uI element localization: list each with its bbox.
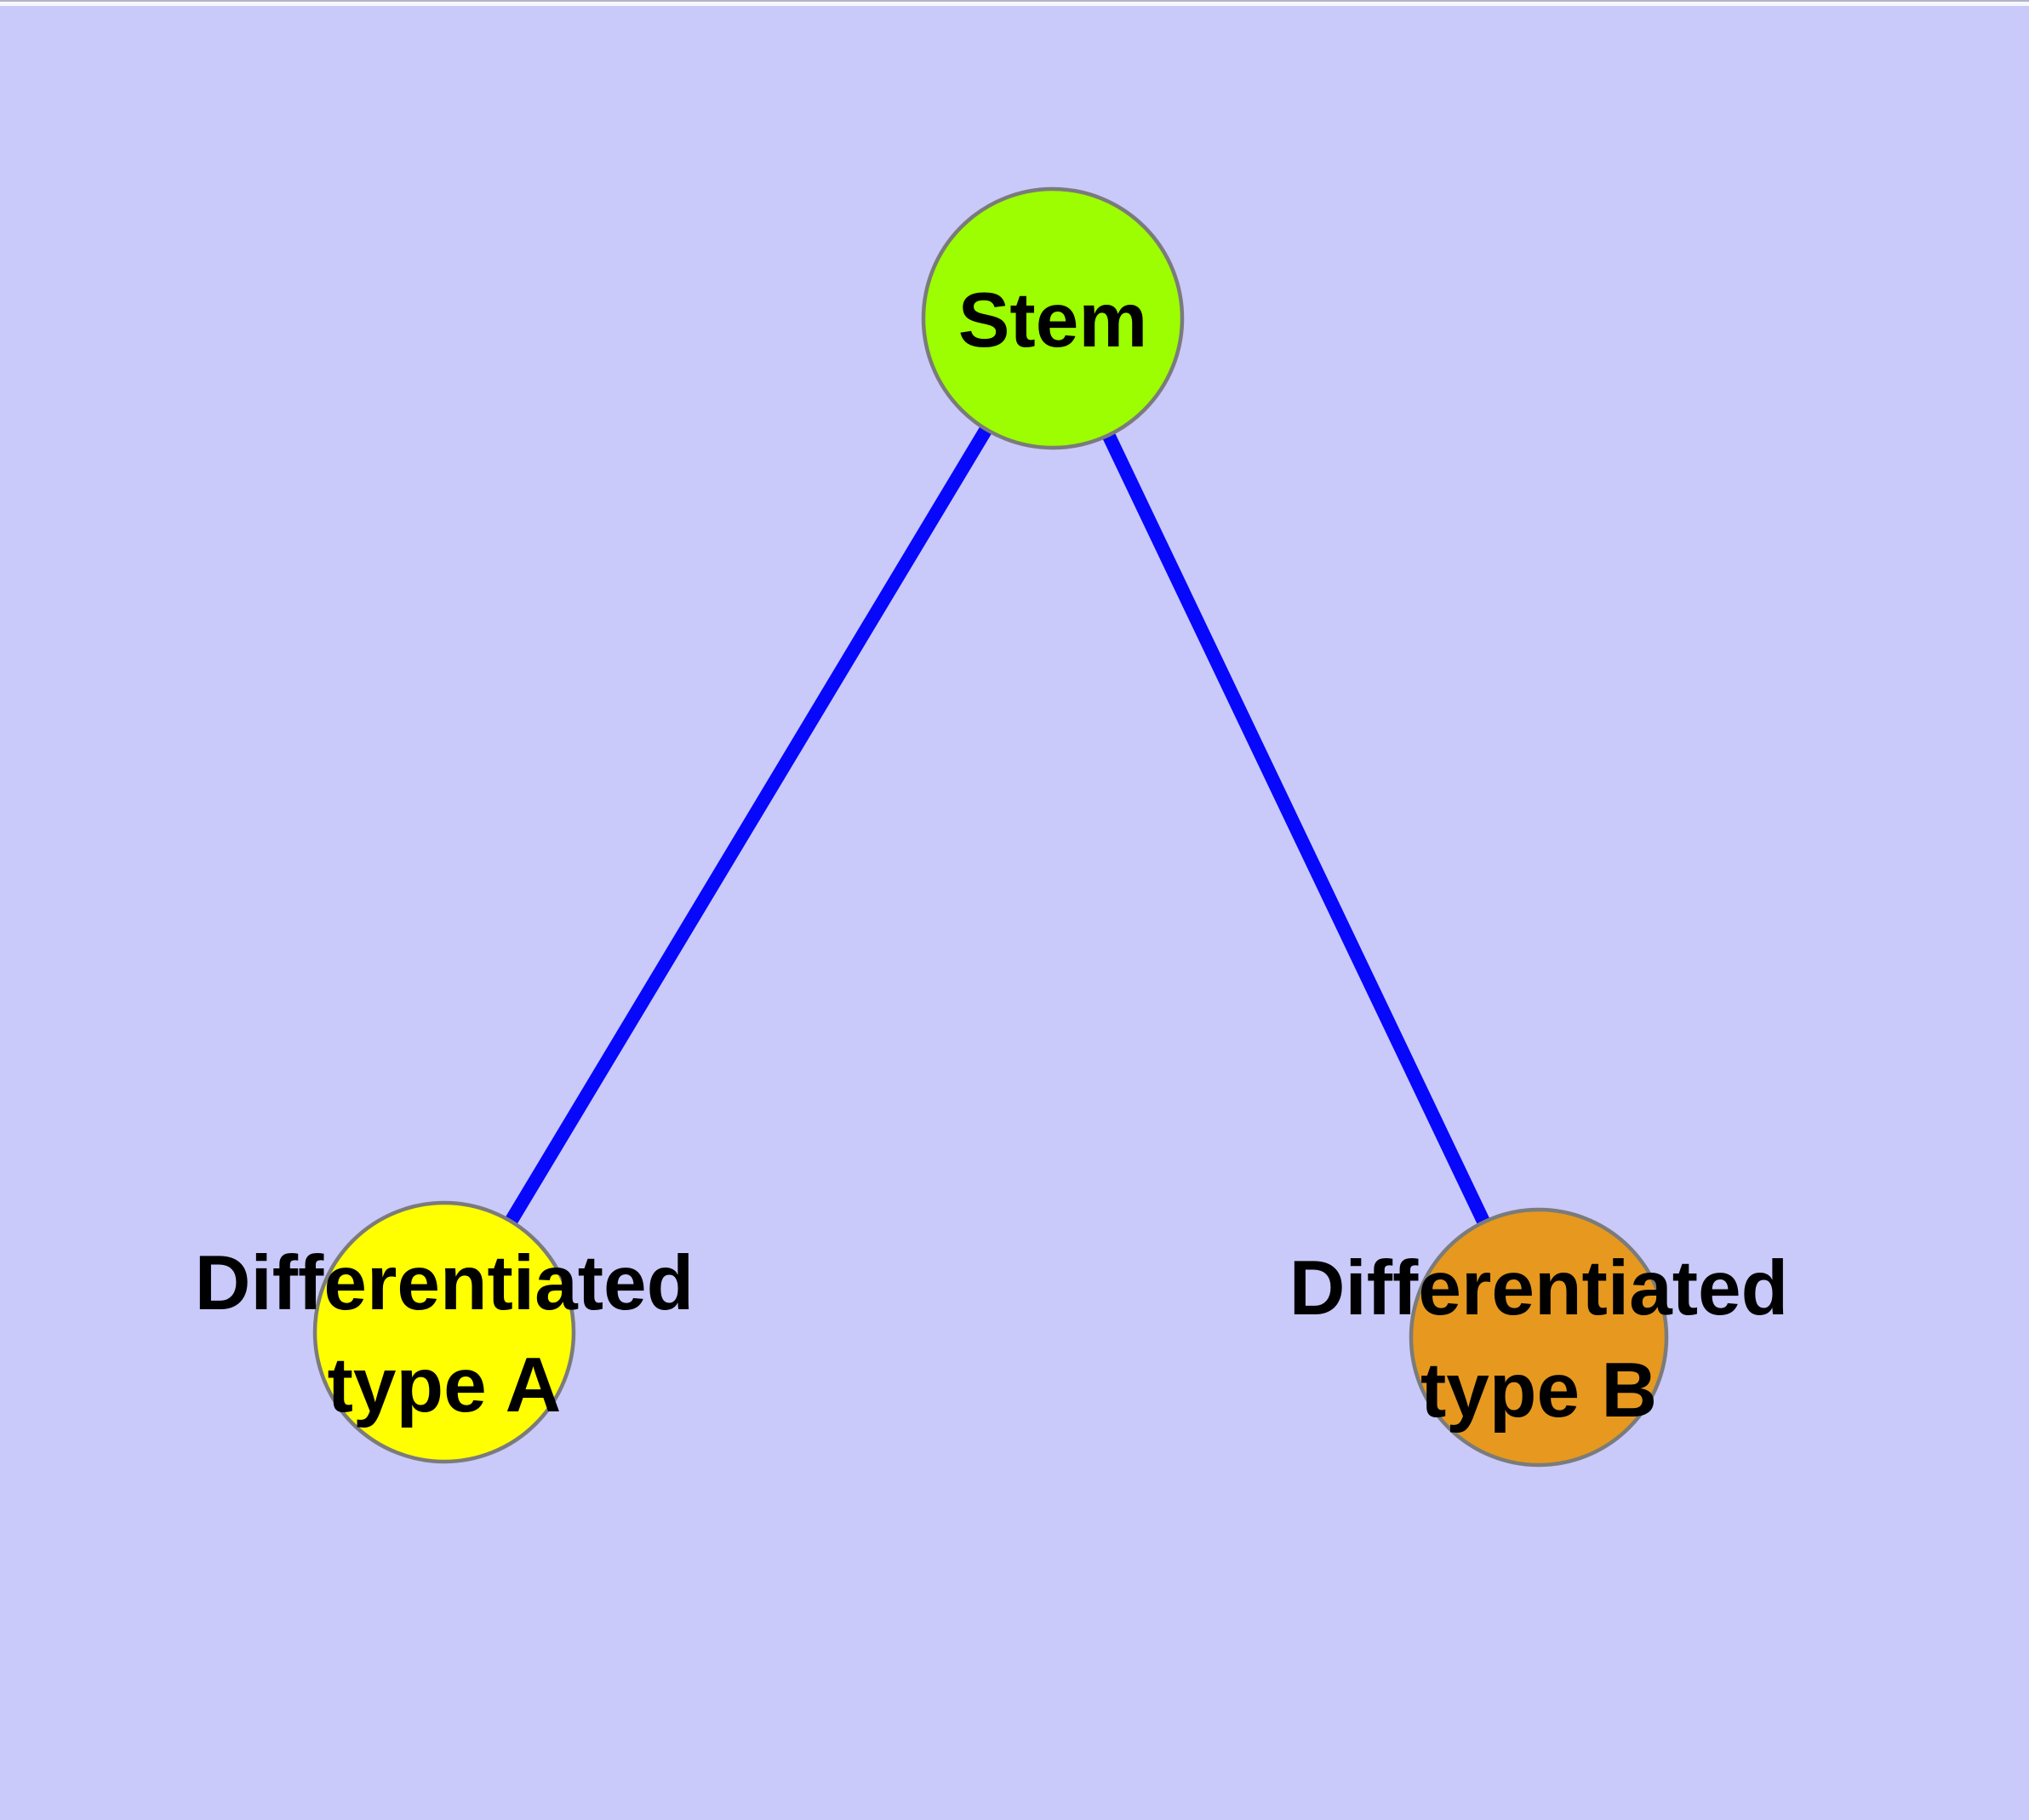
edge-stem-to-differentiated-type-a xyxy=(438,314,1059,1336)
edge-stem-to-differentiated-type-b xyxy=(1046,315,1546,1341)
node-label-stem: Stem xyxy=(958,278,1148,363)
window-top-edge xyxy=(0,0,2029,6)
node-differentiated-type-b xyxy=(1409,1207,1669,1468)
node-stem xyxy=(921,186,1185,450)
node-differentiated-type-a xyxy=(312,1200,576,1464)
